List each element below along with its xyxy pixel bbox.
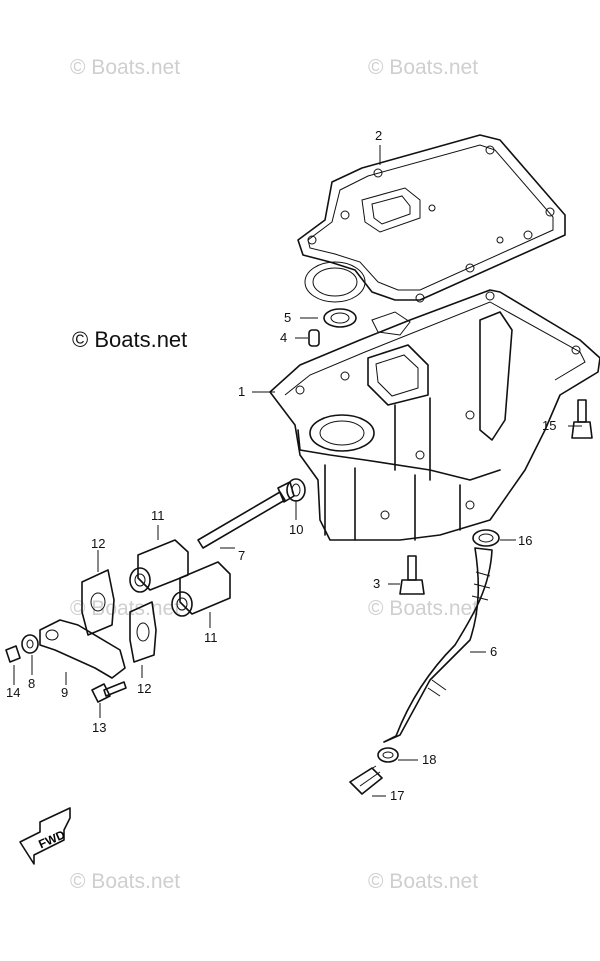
- fwd-label: FWD: [36, 827, 67, 851]
- part-gasket-12-upper: [81, 569, 115, 636]
- part-gasket-12-lower: [129, 601, 157, 663]
- watermark-top-right: © Boats.net: [368, 56, 479, 79]
- callout-12-lower: 12: [137, 681, 151, 696]
- callout-14: 14: [6, 685, 20, 700]
- part-bolt-3: [399, 555, 425, 595]
- part-washer-8: [21, 634, 39, 654]
- callout-17: 17: [390, 788, 404, 803]
- part-bolt-13: [91, 681, 127, 703]
- callout-10: 10: [289, 522, 303, 537]
- part-clip-16: [472, 529, 500, 547]
- callout-11-upper: 11: [151, 508, 165, 523]
- callout-16: 16: [518, 533, 532, 548]
- part-hose: [383, 547, 493, 743]
- callout-7: 7: [238, 548, 245, 563]
- part-dowel-pin: [308, 329, 320, 347]
- part-bolt-15: [571, 399, 593, 439]
- callout-2: 2: [375, 128, 382, 143]
- callout-12-upper: 12: [91, 536, 105, 551]
- callout-11-lower: 11: [204, 630, 218, 645]
- callout-1: 1: [238, 384, 245, 399]
- callout-13: 13: [92, 720, 106, 735]
- callout-9: 9: [61, 685, 68, 700]
- callout-4: 4: [280, 330, 287, 345]
- callout-15: 15: [542, 418, 556, 433]
- watermark-bottom-left: © Boats.net: [70, 870, 181, 893]
- part-gasket: [297, 134, 566, 303]
- watermark-main: © Boats.net: [72, 327, 188, 352]
- callout-18: 18: [422, 752, 436, 767]
- part-clip-18: [377, 747, 399, 763]
- callout-5: 5: [284, 310, 291, 325]
- part-nut-14: [5, 645, 21, 663]
- fwd-arrow-icon: FWD: [19, 807, 71, 865]
- callout-3: 3: [373, 576, 380, 591]
- callout-6: 6: [490, 644, 497, 659]
- watermark-bottom-right: © Boats.net: [368, 870, 479, 893]
- part-long-bolt: [197, 481, 295, 549]
- part-bracket: [39, 619, 126, 679]
- watermark-top-left: © Boats.net: [70, 56, 181, 79]
- part-joint-lower: [171, 561, 231, 617]
- watermark-mid-right: © Boats.net: [368, 597, 479, 620]
- part-seal: [323, 308, 357, 328]
- part-oil-pan: [269, 289, 600, 541]
- part-fitting-17: [349, 765, 383, 795]
- callout-8: 8: [28, 676, 35, 691]
- callouts: 2 5 4 1 15 10 11 7 12 11 16 3 6 14 8 9 1: [6, 128, 582, 803]
